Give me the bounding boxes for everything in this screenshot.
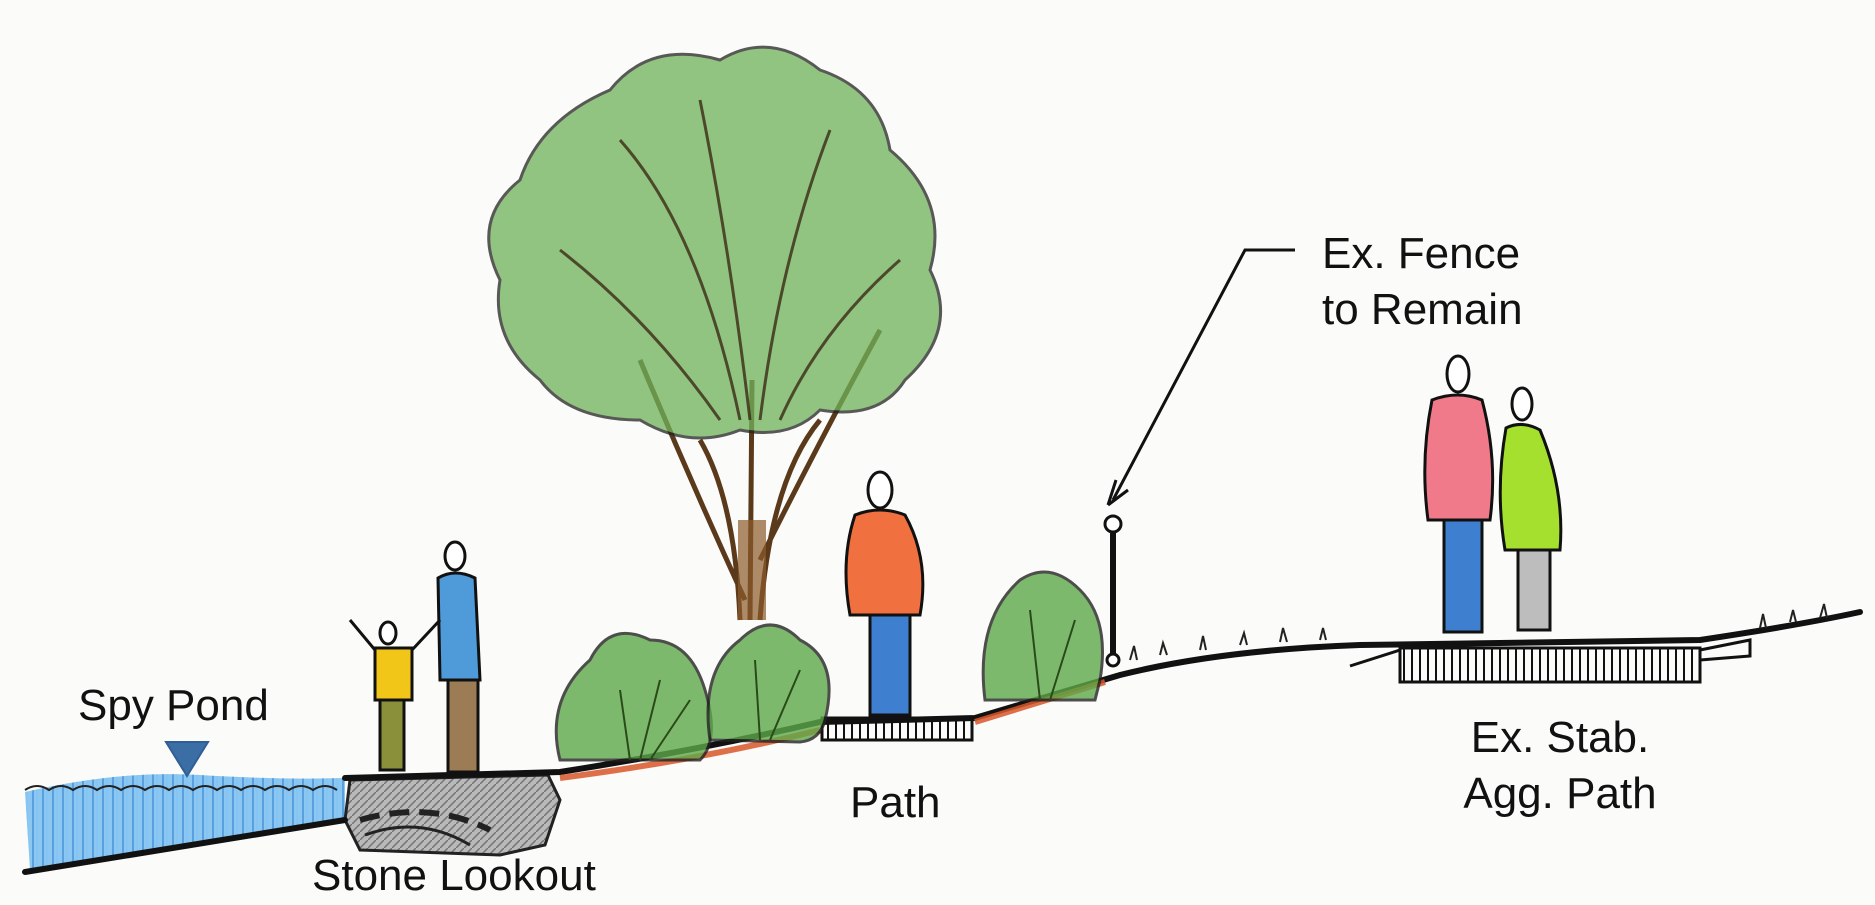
- label-agg-path: Ex. Stab. Agg. Path: [1460, 710, 1660, 822]
- person-child-yellow: [348, 619, 414, 772]
- label-stone-lookout: Stone Lookout: [312, 851, 596, 900]
- label-agg-line2: Agg. Path: [1463, 769, 1657, 818]
- label-spy-pond: Spy Pond: [78, 681, 269, 730]
- person-adult-blue: [410, 540, 482, 774]
- label-path: Path: [850, 778, 941, 827]
- fence-post: [1103, 514, 1123, 668]
- label-fence: Ex. Fence to Remain: [1322, 226, 1523, 338]
- tree: [487, 45, 943, 621]
- person-green: [1498, 386, 1563, 632]
- person-orange: [844, 470, 925, 717]
- pond-water: [24, 774, 345, 870]
- label-agg-line1: Ex. Stab.: [1470, 713, 1650, 762]
- shrub-2: [706, 623, 831, 744]
- leader-arrow: [1111, 248, 1295, 501]
- stone-lookout-block: [343, 773, 562, 857]
- shrub-3: [981, 570, 1104, 702]
- shrub-1: [554, 631, 713, 762]
- person-pink: [1423, 354, 1495, 634]
- lower-path-section: [820, 716, 974, 742]
- grass-tufts: [1129, 603, 1828, 661]
- arrowhead-icon: [1106, 479, 1129, 507]
- water-level-icon: [164, 741, 210, 778]
- label-fence-line2: to Remain: [1322, 285, 1523, 334]
- aggregate-path-section: [1349, 638, 1752, 684]
- label-fence-line1: Ex. Fence: [1322, 229, 1521, 278]
